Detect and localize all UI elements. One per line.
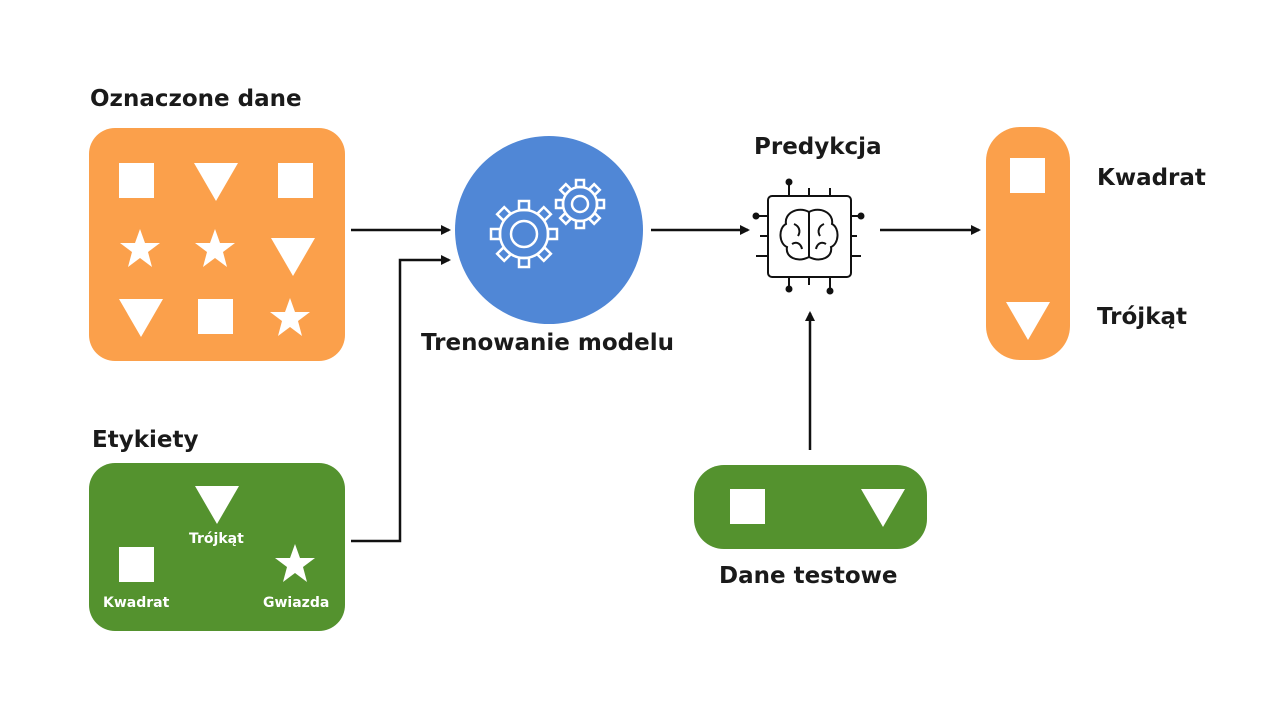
triangle-icon <box>195 486 239 524</box>
labels-title: Etykiety <box>92 427 199 453</box>
triangle-icon <box>861 489 905 527</box>
square-icon <box>119 547 154 582</box>
square-icon <box>198 299 233 334</box>
star-icon <box>275 544 315 582</box>
legend-square-label: Kwadrat <box>103 595 170 611</box>
labeled-data-title: Oznaczone dane <box>90 86 302 112</box>
ai-chip-brain-icon <box>752 178 865 295</box>
flow-arrows <box>351 225 981 543</box>
legend-star-label: Gwiazda <box>263 595 330 611</box>
triangle-icon <box>1006 302 1050 340</box>
legend-triangle-label: Trójkąt <box>189 531 244 547</box>
star-icon <box>195 229 235 267</box>
test-data-label: Dane testowe <box>719 563 898 589</box>
prediction-label: Predykcja <box>754 134 882 160</box>
labeled-data-shapes <box>119 163 315 337</box>
star-icon <box>270 298 310 336</box>
triangle-icon <box>119 299 163 337</box>
output-triangle-label: Trójkąt <box>1097 304 1188 330</box>
square-icon <box>1010 158 1045 193</box>
training-label: Trenowanie modelu <box>421 330 674 356</box>
output-square-label: Kwadrat <box>1097 165 1206 191</box>
square-icon <box>730 489 765 524</box>
square-icon <box>119 163 154 198</box>
star-icon <box>120 229 160 267</box>
arrow-labels-to-training <box>351 255 451 543</box>
legend-shapes <box>119 486 315 582</box>
triangle-icon <box>271 238 315 276</box>
square-icon <box>278 163 313 198</box>
output-shapes <box>1006 158 1050 340</box>
test-data-shapes <box>730 489 905 527</box>
gears-icon <box>489 178 606 269</box>
triangle-icon <box>194 163 238 201</box>
